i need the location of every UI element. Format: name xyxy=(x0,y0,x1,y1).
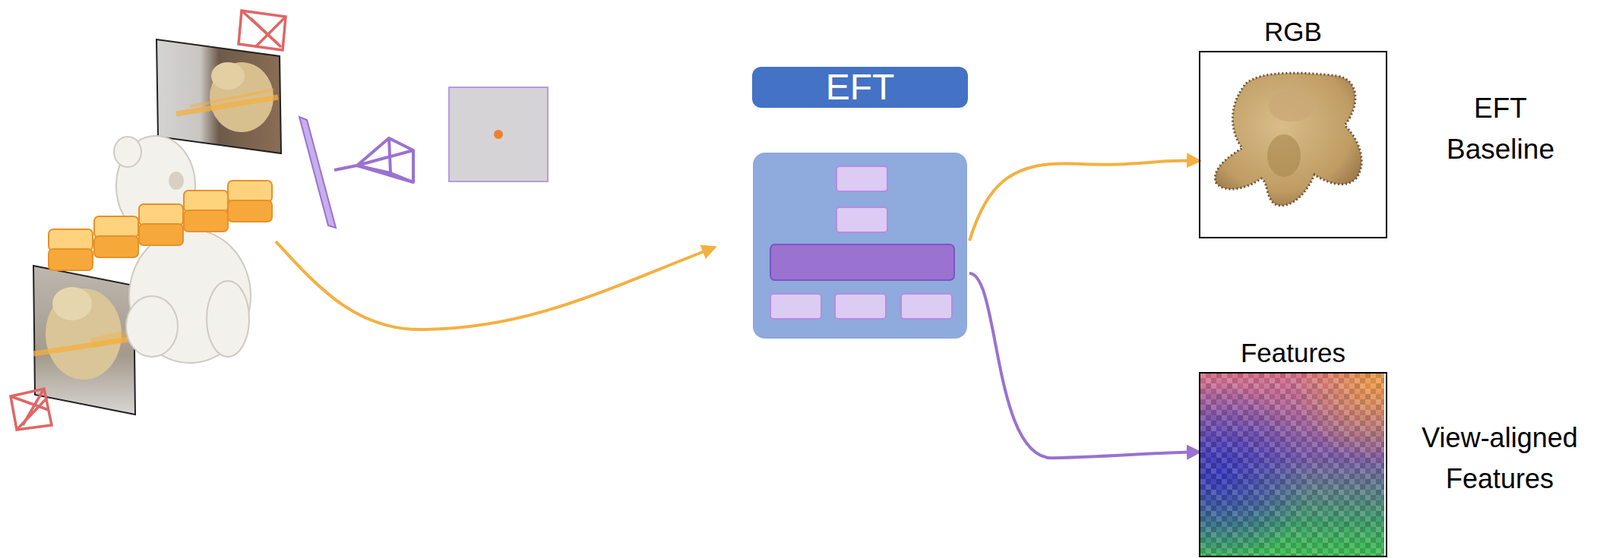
method-label: View-aligned Features xyxy=(1404,417,1595,500)
flow-arrow xyxy=(969,273,1199,459)
method-label: EFT Baseline xyxy=(1435,88,1566,171)
input-illustration xyxy=(0,0,760,558)
output-image-box: RGB xyxy=(1198,16,1388,239)
image-frame xyxy=(1198,372,1388,558)
module-title: EFT xyxy=(752,66,968,108)
output-image-box: Features xyxy=(1198,338,1388,558)
flow-arrow xyxy=(969,161,1199,242)
image-frame xyxy=(1198,50,1388,239)
transformer-block: EFT xyxy=(750,66,970,339)
image-heading: RGB xyxy=(1198,16,1388,48)
image-heading: Features xyxy=(1198,338,1388,369)
